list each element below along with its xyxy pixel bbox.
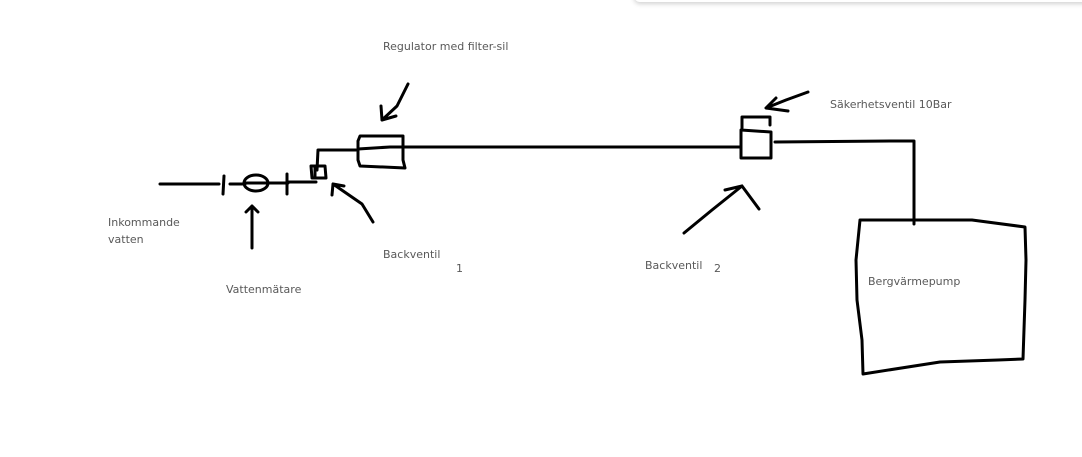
incoming-water-label: Inkommande vatten [108, 214, 180, 248]
safety-valve-symbol [740, 115, 772, 130]
regulator-symbol [356, 134, 407, 170]
check-valve-2-number: 2 [714, 262, 721, 275]
water-meter-arrow-icon [244, 204, 260, 250]
check-valve-1-label: Backventil [383, 248, 441, 261]
pipe-to-heat-pump [773, 139, 916, 226]
coupling-left [221, 174, 226, 196]
safety-valve-label: Säkerhetsventil 10Bar [830, 98, 952, 111]
regulator-label: Regulator med filter-sil [383, 40, 509, 53]
heat-pump-box [854, 218, 1028, 376]
top-panel-edge [634, 0, 1082, 2]
heat-pump-label: Bergvärmepump [868, 275, 961, 288]
safety-valve-arrow-icon [764, 90, 810, 113]
check-valve-2-arrow-icon [682, 184, 761, 235]
water-meter-label: Vattenmätare [226, 283, 302, 296]
check-valve-2-label: Backventil [645, 259, 703, 272]
riser-pipe [315, 148, 358, 172]
incoming-water-label-line1: Inkommande [108, 216, 180, 229]
check-valve-2-symbol [739, 128, 773, 160]
regulator-arrow-icon [379, 82, 410, 122]
incoming-water-label-line2: vatten [108, 233, 144, 246]
main-pipe [356, 145, 742, 151]
check-valve-1-arrow-icon [330, 182, 375, 224]
check-valve-1-number: 1 [456, 262, 463, 275]
check-valve-1-symbol [309, 164, 328, 180]
